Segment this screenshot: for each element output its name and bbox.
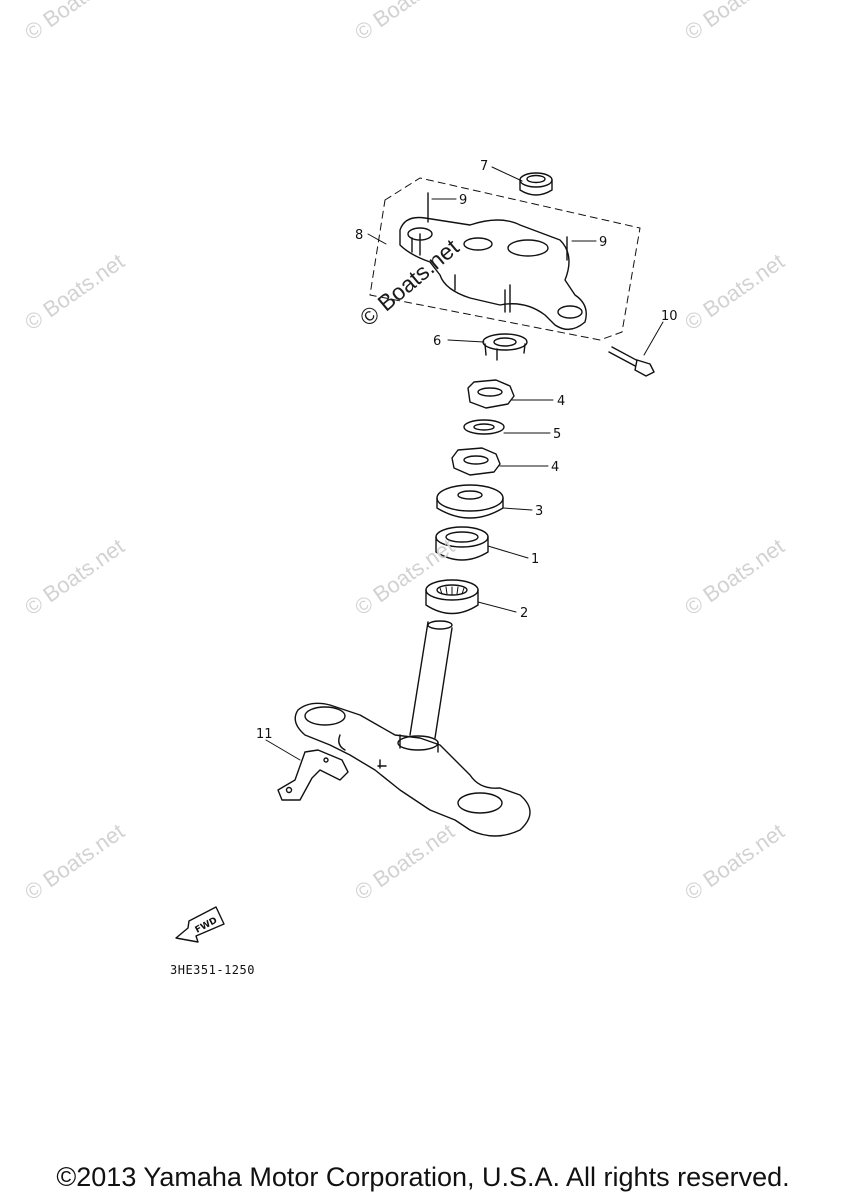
callout-4a: 4: [557, 394, 565, 409]
callout-11: 11: [256, 727, 273, 742]
callout-6: 6: [433, 334, 441, 349]
part-1-bearing-race: [435, 526, 489, 561]
callout-8: 8: [355, 228, 363, 243]
steering-stem: [409, 620, 453, 739]
part-7-cap-nut: [519, 172, 553, 196]
callout-1: 1: [531, 552, 539, 567]
callout-10: 10: [661, 309, 678, 324]
callout-7: 7: [480, 159, 488, 174]
fwd-arrow-icon: [175, 906, 225, 943]
copyright-notice: ©2013 Yamaha Motor Corporation, U.S.A. A…: [56, 1162, 790, 1192]
part-3-bearing-cover: [436, 484, 504, 519]
diagram-code: 3HE351-1250: [170, 963, 255, 977]
part-6-lock-washer: [482, 333, 528, 361]
callout-9b: 9: [599, 235, 607, 250]
part-4-ring-nut-upper: [467, 379, 515, 409]
part-8-assembly-outline: [369, 177, 641, 341]
part-5-washer: [463, 419, 505, 435]
part-11-bracket: [277, 749, 349, 801]
callout-2: 2: [520, 606, 528, 621]
leader-lines: [265, 166, 664, 761]
part-10-bolt: [608, 346, 655, 377]
upper-bracket: [399, 216, 587, 330]
callout-5: 5: [553, 427, 561, 442]
callout-3: 3: [535, 504, 543, 519]
part-4-ring-nut-lower: [451, 447, 501, 476]
callout-9a: 9: [459, 193, 467, 208]
lower-bracket: [294, 702, 531, 837]
callout-4b: 4: [551, 460, 559, 475]
part-2-bearing: [425, 579, 479, 615]
